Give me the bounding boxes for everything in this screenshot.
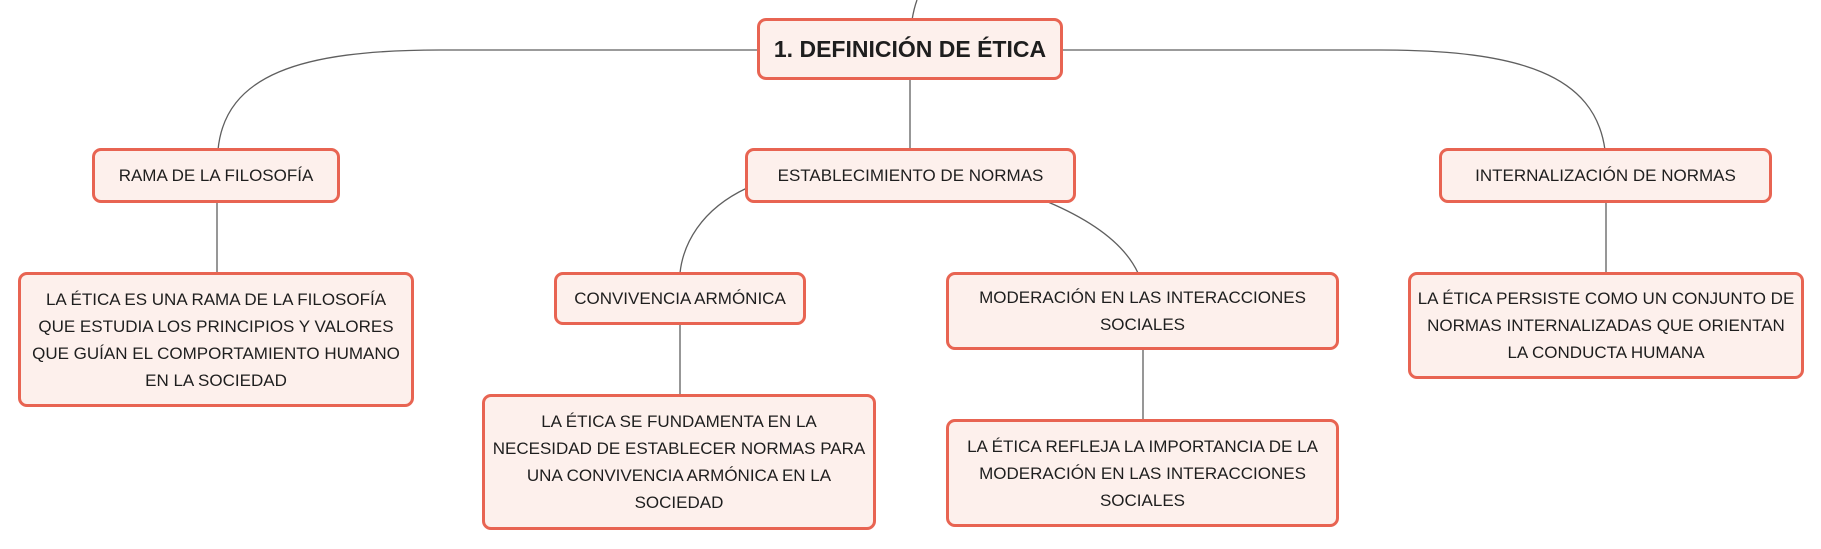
connector-establecimiento-to-moderacion <box>1047 201 1139 274</box>
sub-node-moderacion-interacciones[interactable]: MODERACIÓN EN LAS INTERACCIONES SOCIALES <box>946 272 1339 350</box>
sub-node-convivencia-armonica[interactable]: CONVIVENCIA ARMÓNICA <box>554 272 806 325</box>
sub-node-label: MODERACIÓN EN LAS INTERACCIONES SOCIALES <box>979 288 1306 334</box>
leaf-node-text: LA ÉTICA PERSISTE COMO UN CONJUNTO DE NO… <box>1417 289 1795 362</box>
leaf-node-moderacion[interactable]: LA ÉTICA REFLEJA LA IMPORTANCIA DE LA MO… <box>946 419 1339 527</box>
connector-establecimiento-to-convivencia <box>679 187 748 274</box>
root-node[interactable]: 1. DEFINICIÓN DE ÉTICA <box>757 18 1063 80</box>
leaf-node-internalizacion[interactable]: LA ÉTICA PERSISTE COMO UN CONJUNTO DE NO… <box>1408 272 1804 379</box>
branch-node-internalizacion-normas[interactable]: INTERNALIZACIÓN DE NORMAS <box>1439 148 1772 203</box>
branch-node-rama-filosofia[interactable]: RAMA DE LA FILOSOFÍA <box>92 148 340 203</box>
branch-node-label: RAMA DE LA FILOSOFÍA <box>118 166 314 185</box>
connector-root-to-internalizacion <box>1063 49 1606 151</box>
root-node-label: 1. DEFINICIÓN DE ÉTICA <box>773 36 1047 62</box>
leaf-node-text: LA ÉTICA ES UNA RAMA DE LA FILOSOFÍA QUE… <box>32 289 400 390</box>
branch-node-label: ESTABLECIMIENTO DE NORMAS <box>777 166 1044 185</box>
leaf-node-text: LA ÉTICA REFLEJA LA IMPORTANCIA DE LA MO… <box>967 436 1318 510</box>
leaf-node-convivencia[interactable]: LA ÉTICA SE FUNDAMENTA EN LA NECESIDAD D… <box>482 394 876 530</box>
connector-root-to-rama <box>217 49 760 151</box>
branch-node-label: INTERNALIZACIÓN DE NORMAS <box>1475 166 1736 185</box>
leaf-node-text: LA ÉTICA SE FUNDAMENTA EN LA NECESIDAD D… <box>492 412 866 512</box>
connector-incoming-top <box>911 0 918 21</box>
leaf-node-rama-filosofia[interactable]: LA ÉTICA ES UNA RAMA DE LA FILOSOFÍA QUE… <box>18 272 414 407</box>
sub-node-label: CONVIVENCIA ARMÓNICA <box>574 289 786 308</box>
branch-node-establecimiento-normas[interactable]: ESTABLECIMIENTO DE NORMAS <box>745 148 1076 203</box>
